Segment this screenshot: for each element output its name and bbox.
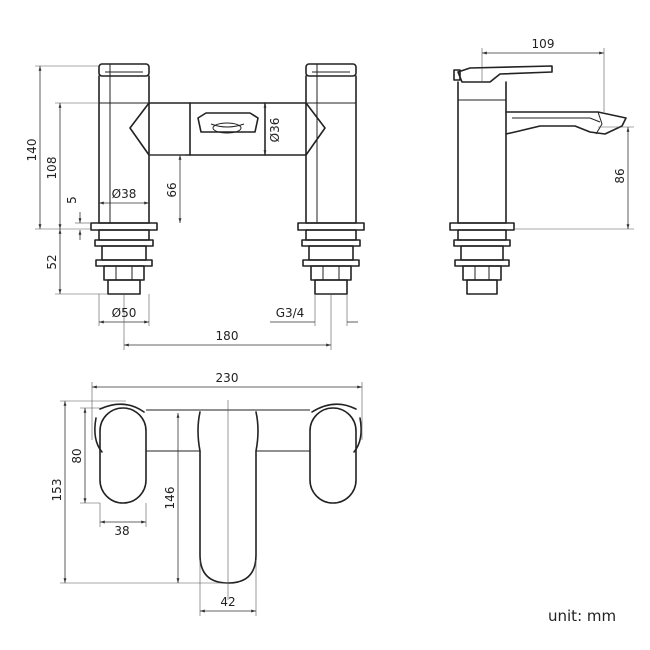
dim-diameter-36-label: Ø36 [268,118,282,143]
top-right-handle [256,403,362,504]
front-view [90,63,365,295]
dim-diameter-38-label: Ø38 [112,187,137,201]
dim-thread-label: G3/4 [276,306,305,320]
top-left-handle [94,403,200,504]
side-body [457,81,507,224]
dim-230-label: 230 [216,371,239,385]
left-fixing [90,222,158,295]
dim-109-label: 109 [532,37,555,51]
dim-146-label: 146 [163,487,177,510]
bridge-body [129,102,326,156]
side-dimensions: 109 86 [481,37,634,230]
dim-42-label: 42 [220,595,235,609]
dim-66-label: 66 [165,182,179,197]
side-fixing [449,222,515,295]
dim-86-label: 86 [613,168,627,183]
dim-38-label: 38 [114,524,129,538]
side-spout [505,111,627,135]
dim-153-label: 153 [50,479,64,502]
dim-80-label: 80 [70,448,84,463]
dim-5-label: 5 [65,196,79,204]
top-view [94,400,362,600]
dim-52-label: 52 [45,254,59,269]
top-dimensions: 230 153 80 38 146 42 [50,371,363,616]
dim-108-label: 108 [45,157,59,180]
side-view [449,65,627,295]
dim-140-label: 140 [25,139,39,162]
right-fixing [297,222,365,295]
spout-outlet [197,112,259,134]
front-dimensions: 140 108 5 52 Ø38 66 Ø36 Ø50 G3/4 180 [25,65,358,350]
dim-180-label: 180 [216,329,239,343]
side-handle-lever [453,65,553,83]
unit-label: unit: mm [548,607,617,625]
dim-diameter-50-label: Ø50 [112,306,137,320]
